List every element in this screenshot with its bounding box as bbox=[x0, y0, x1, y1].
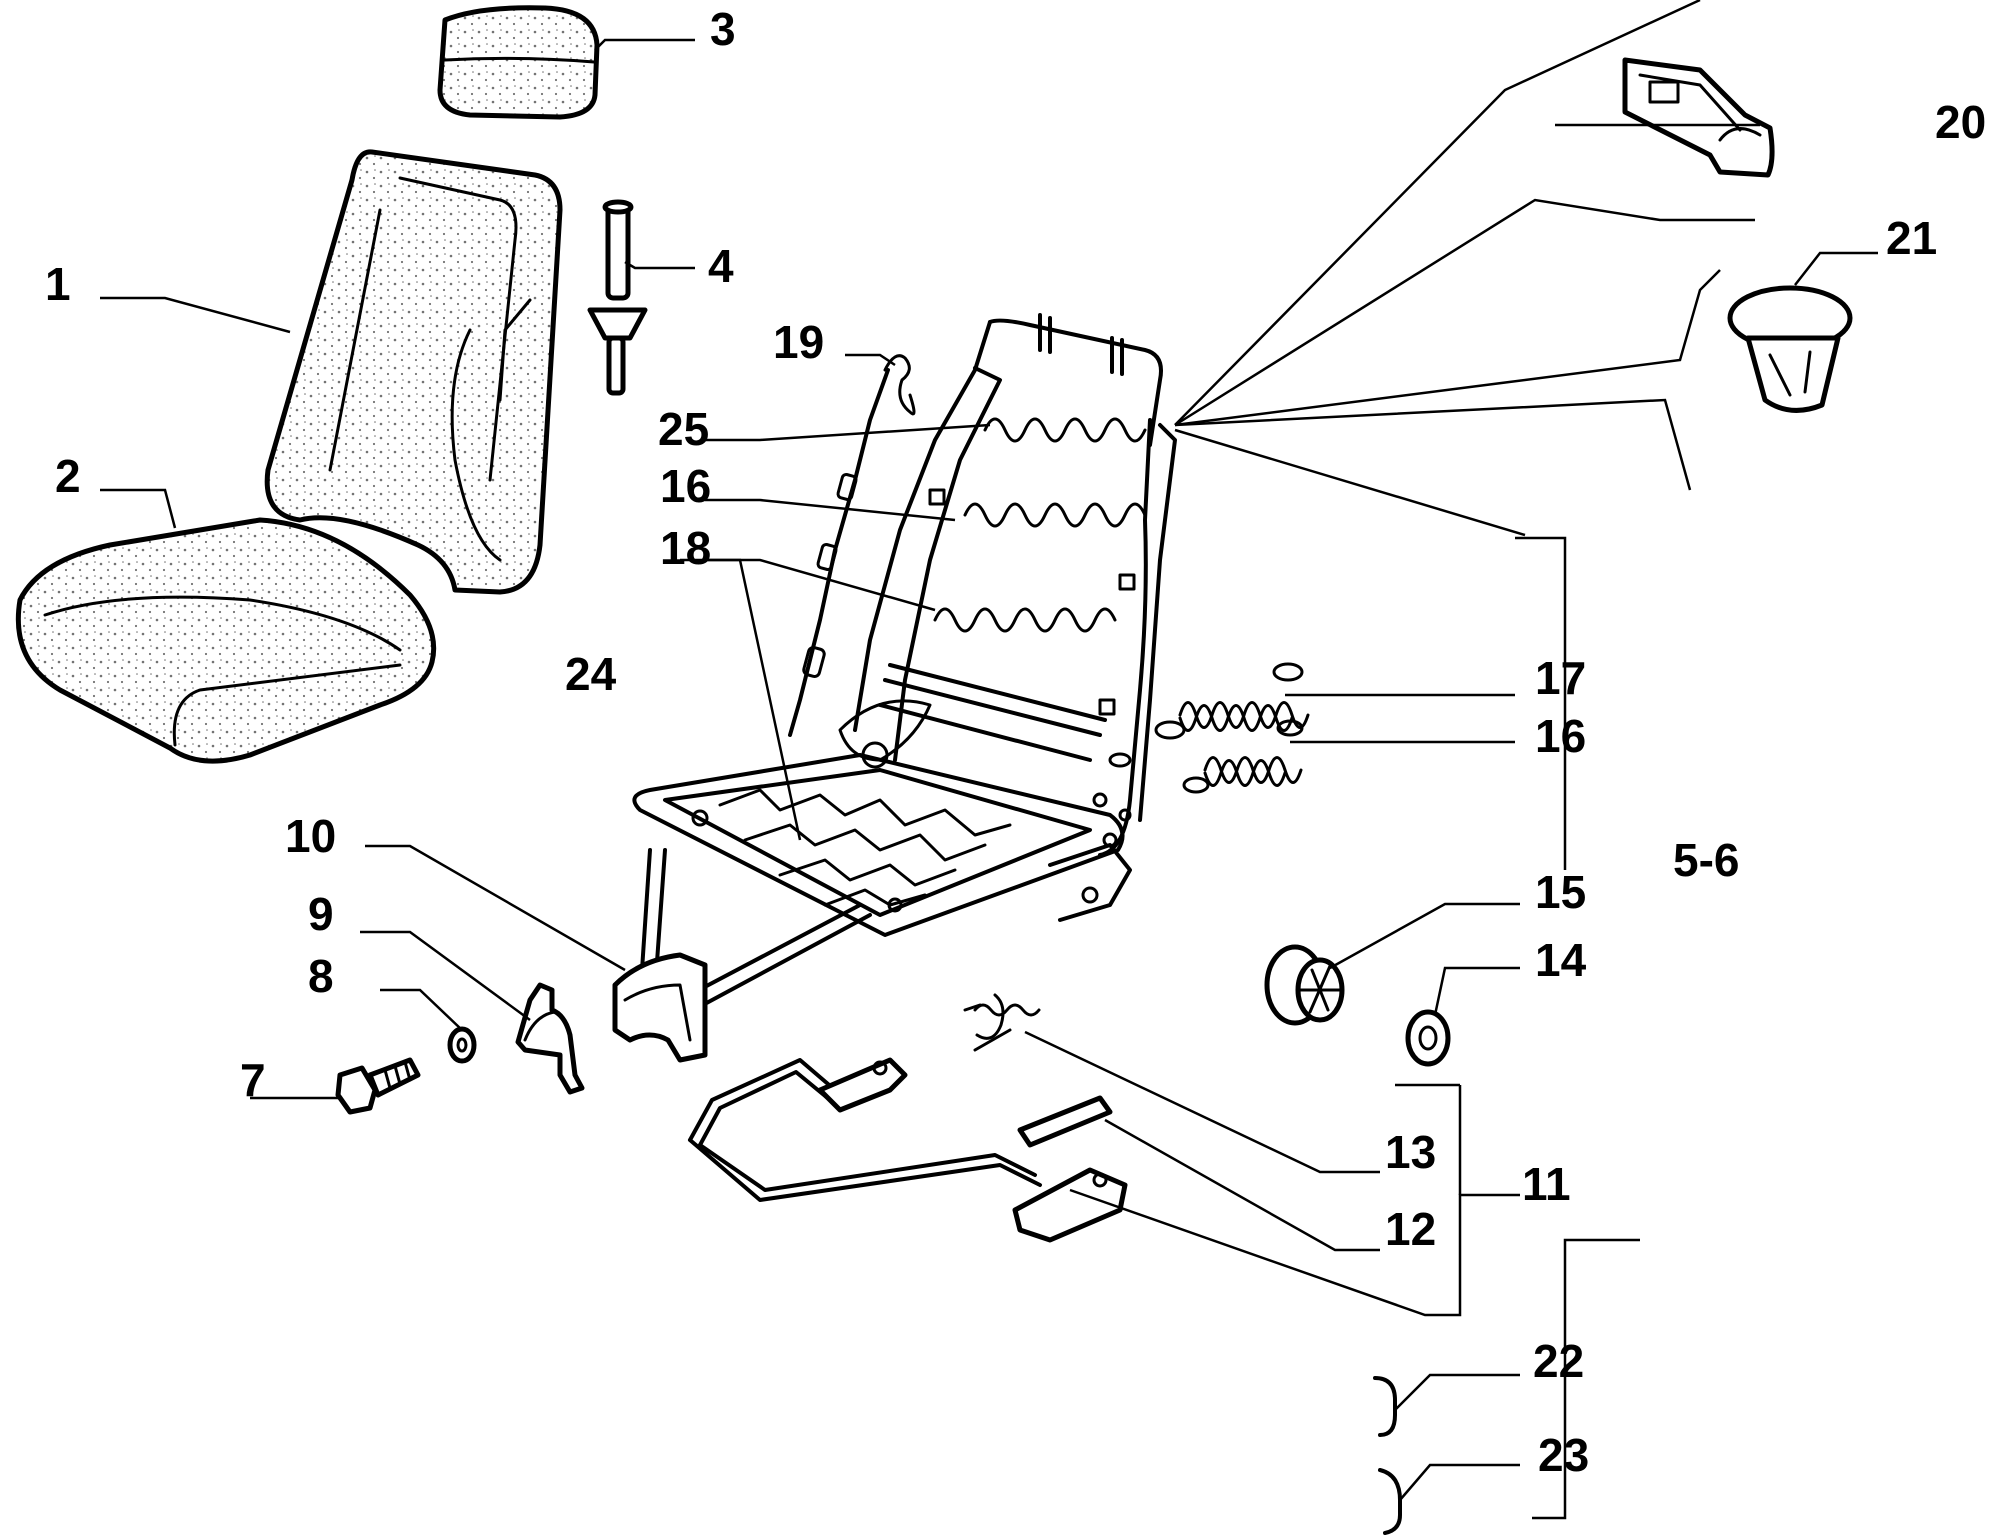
label-2: 2 bbox=[55, 450, 81, 502]
label-3: 3 bbox=[710, 3, 736, 55]
adjuster-knob bbox=[1264, 944, 1345, 1026]
label-25: 25 bbox=[658, 403, 709, 455]
label-9: 9 bbox=[308, 888, 334, 940]
push-cap bbox=[1727, 285, 1853, 413]
bolt bbox=[335, 1057, 421, 1115]
label-1: 1 bbox=[45, 258, 71, 310]
headrest-guide bbox=[587, 199, 648, 396]
headrest bbox=[437, 5, 600, 120]
trim-clip bbox=[1622, 57, 1775, 178]
label-20: 20 bbox=[1935, 96, 1986, 148]
label-12: 12 bbox=[1385, 1203, 1436, 1255]
label-5-6: 5-6 bbox=[1673, 834, 1739, 886]
coil-spring-16 bbox=[1182, 719, 1304, 794]
clamp bbox=[515, 982, 585, 1095]
label-4: 4 bbox=[708, 240, 734, 292]
washer-8 bbox=[447, 1026, 477, 1064]
label-15: 15 bbox=[1535, 866, 1586, 918]
release-cable bbox=[788, 354, 916, 737]
backrest-cushion bbox=[264, 149, 563, 595]
release-bar bbox=[1017, 1095, 1113, 1148]
seat-frame-assembly bbox=[632, 313, 1177, 1023]
torsion-spring bbox=[963, 993, 1041, 1052]
ring-22 bbox=[1373, 1376, 1397, 1437]
label-16-spring: 16 bbox=[1535, 710, 1586, 762]
label-7: 7 bbox=[240, 1054, 266, 1106]
label-10: 10 bbox=[285, 810, 336, 862]
release-lever bbox=[688, 1057, 1128, 1243]
bushing-bracket bbox=[612, 952, 708, 1063]
label-17: 17 bbox=[1535, 652, 1586, 704]
label-16-frame: 16 bbox=[660, 460, 711, 512]
washer-14 bbox=[1405, 1009, 1451, 1067]
ring-23 bbox=[1378, 1468, 1402, 1535]
seat-cushion bbox=[15, 517, 437, 764]
label-19: 19 bbox=[773, 316, 824, 368]
leader-lines bbox=[100, 0, 1878, 1520]
label-21: 21 bbox=[1886, 212, 1937, 264]
part-labels: 1 2 3 4 5-6 7 8 9 10 11 12 13 14 15 16 1… bbox=[45, 3, 1986, 1481]
label-24: 24 bbox=[565, 648, 617, 700]
label-13: 13 bbox=[1385, 1126, 1436, 1178]
label-14: 14 bbox=[1535, 934, 1587, 986]
label-11: 11 bbox=[1522, 1158, 1571, 1210]
label-18: 18 bbox=[660, 522, 711, 574]
coil-spring-17 bbox=[1154, 662, 1310, 740]
label-22: 22 bbox=[1533, 1335, 1584, 1387]
label-23: 23 bbox=[1538, 1429, 1589, 1481]
label-8: 8 bbox=[308, 950, 334, 1002]
